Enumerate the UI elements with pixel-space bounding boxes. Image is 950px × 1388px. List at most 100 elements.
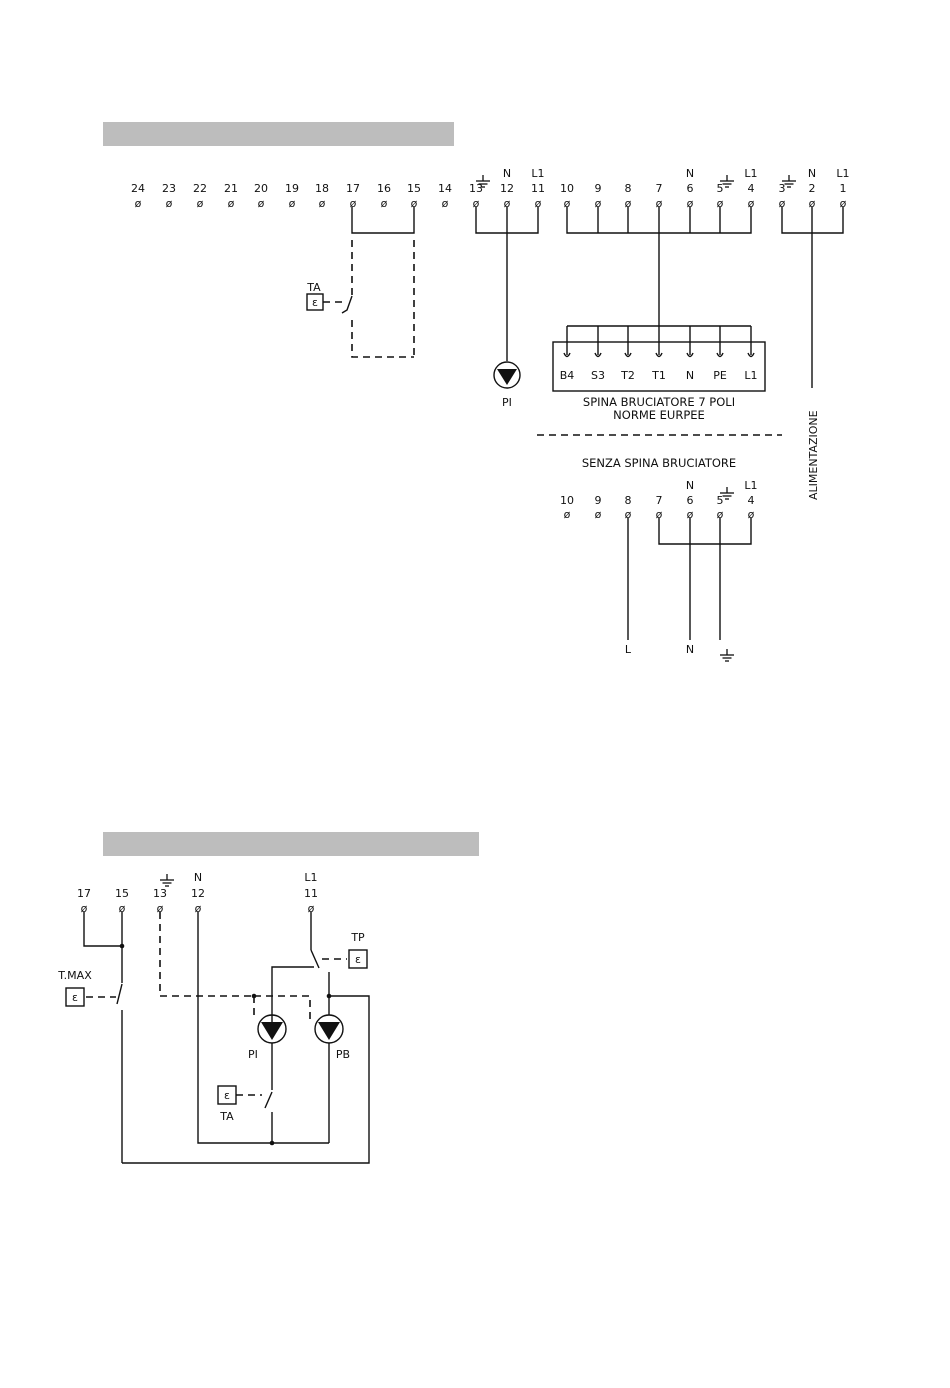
- plug-pin-icon: [624, 352, 632, 358]
- terminal-screw-icon: ø: [656, 197, 663, 210]
- label-l1-d2: L1: [304, 871, 317, 884]
- terminal-label-2: 2: [809, 182, 816, 195]
- terminal-label-1: 1: [840, 182, 847, 195]
- terminal-label-16: 16: [377, 182, 391, 195]
- plug-pin-icon: [655, 352, 663, 358]
- senza-caption: SENZA SPINA BRUCIATORE: [582, 456, 736, 470]
- terminal-label-24: 24: [131, 182, 145, 195]
- ground-dashed-wire-pb: [254, 995, 311, 1020]
- terminal-label-21: 21: [224, 182, 238, 195]
- senza-terminal-label-9: 9: [595, 494, 602, 507]
- terminal-label-5: 5: [717, 182, 724, 195]
- terminal-screw-icon: ø: [840, 197, 847, 210]
- terminal-screw-icon: ø: [228, 197, 235, 210]
- terminal-label-11: 11: [531, 182, 545, 195]
- diagram-1: 24ø23ø22ø21ø20ø19ø18ø17ø16ø15ø14ø13ø12ø1…: [103, 122, 850, 662]
- senza-terminal-label-10: 10: [560, 494, 574, 507]
- pi-label-d2: PI: [248, 1048, 258, 1061]
- plug-pin-label-t2: T2: [620, 369, 635, 382]
- supply-markings-2: N L1: [159, 871, 318, 887]
- terminal-screw-icon: ø: [564, 197, 571, 210]
- pump-arrow-icon: [261, 1022, 283, 1040]
- thermostat-icon: ε: [355, 953, 361, 966]
- terminal-screw-icon: ø: [625, 197, 632, 210]
- tp-circuit: ε TP: [251, 912, 368, 1023]
- terminal-screw-icon: ø: [809, 197, 816, 210]
- d2-terminal-label-17: 17: [77, 887, 91, 900]
- plug-pin-label-l1: L1: [744, 369, 757, 382]
- thermostat-icon: ε: [72, 991, 78, 1004]
- senza-terminal-label-6: 6: [687, 494, 694, 507]
- terminal-screw-icon: ø: [289, 197, 296, 210]
- terminal-screw-icon: ø: [381, 197, 388, 210]
- ground-icon: [719, 648, 735, 662]
- terminal-screw-icon: ø: [535, 197, 542, 210]
- terminal-screw-icon: ø: [308, 902, 315, 915]
- plug-caption-1: SPINA BRUCIATORE 7 POLI: [583, 395, 735, 409]
- terminal-screw-icon: ø: [748, 508, 755, 521]
- terminal-screw-icon: ø: [319, 197, 326, 210]
- section-header-bar-2: [103, 832, 479, 856]
- label-l1-1: L1: [836, 167, 849, 180]
- terminal-label-23: 23: [162, 182, 176, 195]
- terminal-screw-icon: ø: [258, 197, 265, 210]
- tmax-label: T.MAX: [57, 969, 92, 982]
- supply-circuit: ALIMENTAZIONE: [781, 207, 844, 500]
- tmax-thermostat-box: [65, 987, 85, 1007]
- tmax-circuit: ε T.MAX: [57, 912, 370, 1164]
- ground-dashed-wire: [159, 912, 254, 997]
- d2-terminal-label-12: 12: [191, 887, 205, 900]
- terminal-screw-icon: ø: [687, 197, 694, 210]
- out-l-label: L: [625, 643, 632, 656]
- terminal-screw-icon: ø: [687, 508, 694, 521]
- terminal-screw-icon: ø: [717, 508, 724, 521]
- terminal-label-22: 22: [193, 182, 207, 195]
- plug-pin-icon: [563, 352, 571, 358]
- terminal-label-4: 4: [748, 182, 755, 195]
- terminal-screw-icon: ø: [504, 197, 511, 210]
- terminal-screw-icon: ø: [656, 508, 663, 521]
- pump-arrow-icon: [497, 369, 517, 385]
- terminal-label-13: 13: [469, 182, 483, 195]
- terminal-screw-icon: ø: [81, 902, 88, 915]
- terminal-screw-icon: ø: [119, 902, 126, 915]
- terminal-screw-icon: ø: [411, 197, 418, 210]
- terminal-screw-icon: ø: [442, 197, 449, 210]
- ta-label: TA: [306, 281, 321, 294]
- terminal-screw-icon: ø: [625, 508, 632, 521]
- label-l1-4: L1: [744, 167, 757, 180]
- ground-icon: [159, 873, 175, 887]
- senza-terminal-label-8: 8: [625, 494, 632, 507]
- terminal-screw-icon: ø: [595, 508, 602, 521]
- plug-pin-icon: [747, 352, 755, 358]
- ta-label-d2: TA: [219, 1110, 234, 1123]
- d2-terminal-label-15: 15: [115, 887, 129, 900]
- ta-circuit: ε TA: [306, 207, 415, 358]
- terminal-screw-icon: ø: [473, 197, 480, 210]
- without-plug-circuit: SENZA SPINA BRUCIATORE N L1 10ø9ø8ø7ø6ø5…: [560, 456, 758, 662]
- terminal-label-3: 3: [779, 182, 786, 195]
- terminal-label-12: 12: [500, 182, 514, 195]
- plug-pin-icon: [716, 352, 724, 358]
- label-l1-4b: L1: [744, 479, 757, 492]
- terminal-label-17: 17: [346, 182, 360, 195]
- terminal-label-15: 15: [407, 182, 421, 195]
- senza-terminal-label-4: 4: [748, 494, 755, 507]
- terminal-screw-icon: ø: [197, 197, 204, 210]
- senza-terminal-label-5: 5: [717, 494, 724, 507]
- plug-pin-label-n: N: [686, 369, 694, 382]
- alimentazione-label: ALIMENTAZIONE: [807, 410, 820, 500]
- terminal-screw-icon: ø: [135, 197, 142, 210]
- label-n-2: N: [808, 167, 816, 180]
- plug-pin-label-s3: S3: [591, 369, 605, 382]
- terminal-screw-icon: ø: [717, 197, 724, 210]
- ta-thermostat-box: [306, 293, 324, 311]
- label-n-d2: N: [194, 871, 202, 884]
- thermostat-icon: ε: [312, 296, 318, 309]
- terminal-label-19: 19: [285, 182, 299, 195]
- pi-circuit: PI: [475, 207, 539, 409]
